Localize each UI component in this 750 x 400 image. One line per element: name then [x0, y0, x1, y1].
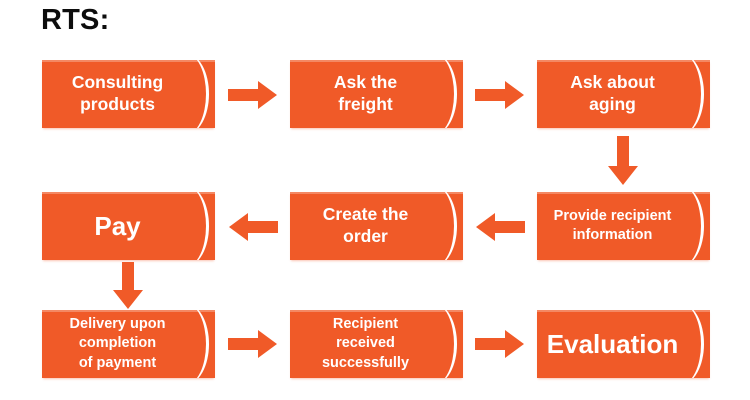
- arrow-right-icon-consulting-to-freight: [228, 79, 278, 111]
- arrow-down-icon-pay-to-delivery: [111, 262, 145, 310]
- arrow-left-icon-recipient-info-to-create-order: [475, 211, 525, 243]
- flow-node-consulting-products[interactable]: Consulting products: [42, 60, 215, 128]
- flow-node-label: Pay: [94, 210, 141, 241]
- flow-node-label: Provide recipient information: [553, 207, 672, 243]
- flow-node-label: Create the order: [322, 204, 409, 246]
- flow-node-delivery-upon-completion-of-payment[interactable]: Delivery upon completion of payment: [42, 310, 215, 378]
- arrow-right-icon-received-to-evaluation: [475, 328, 525, 360]
- flow-node-pay[interactable]: Pay: [42, 192, 215, 260]
- node-arc-decoration: [172, 192, 209, 260]
- arrow-left-icon-create-order-to-pay: [228, 211, 278, 243]
- flow-node-ask-about-aging[interactable]: Ask about aging: [537, 60, 710, 128]
- flow-node-label: Ask about aging: [570, 72, 655, 114]
- arrow-right-icon-freight-to-aging: [475, 79, 525, 111]
- flow-node-evaluation[interactable]: Evaluation: [537, 310, 710, 378]
- flow-node-label: Delivery upon completion of payment: [69, 316, 166, 371]
- flow-node-recipient-received-successfully[interactable]: Recipient received successfully: [290, 310, 463, 378]
- flow-node-label: Consulting products: [71, 72, 164, 114]
- arrow-right-icon-delivery-to-received: [228, 328, 278, 360]
- page-title: RTS:: [41, 4, 110, 36]
- flow-node-create-the-order[interactable]: Create the order: [290, 192, 463, 260]
- arrow-down-icon-aging-to-recipient-info: [606, 136, 640, 186]
- flow-node-label: Recipient received successfully: [321, 316, 410, 371]
- flow-node-ask-the-freight[interactable]: Ask the freight: [290, 60, 463, 128]
- flow-node-label: Ask the freight: [333, 72, 398, 114]
- flow-node-provide-recipient-information[interactable]: Provide recipient information: [537, 192, 710, 260]
- flow-node-label: Evaluation: [546, 328, 679, 359]
